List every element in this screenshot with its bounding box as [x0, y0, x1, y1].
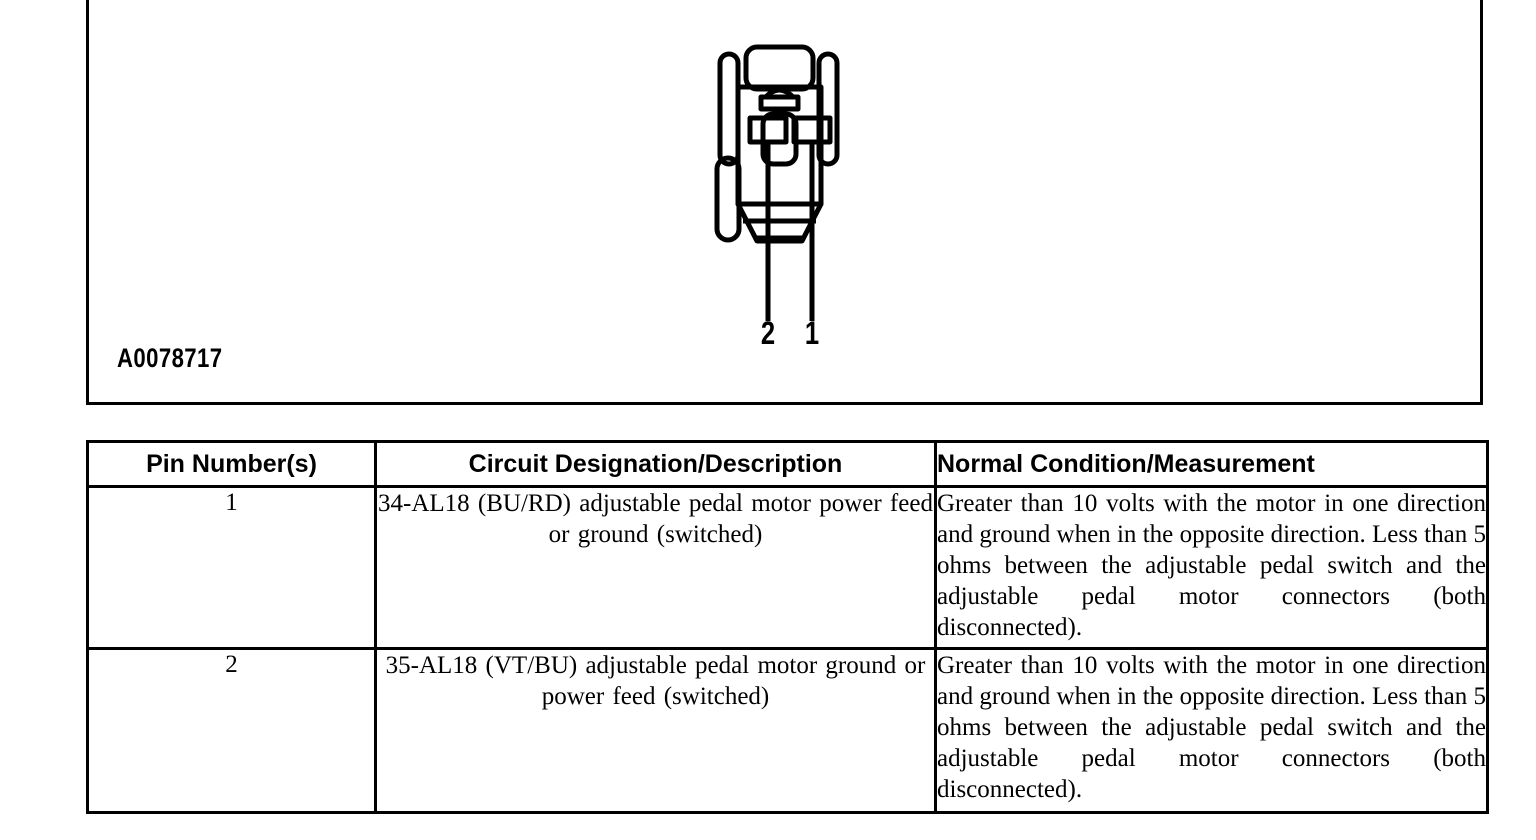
connector-release-lever — [714, 155, 742, 243]
table-header-row: Pin Number(s) Circuit Designation/Descri… — [86, 440, 1489, 488]
connector-cross-bar — [758, 94, 801, 112]
cell-pin-number: 1 — [86, 485, 377, 650]
header-pin-number: Pin Number(s) — [86, 440, 377, 488]
pin-cavity-1 — [791, 115, 833, 145]
cell-normal-measurement: Greater than 10 volts with the motor in … — [934, 647, 1489, 814]
connector-left-rail — [717, 51, 741, 167]
connector-top-latch — [743, 44, 816, 92]
cell-normal-measurement: Greater than 10 volts with the motor in … — [934, 485, 1489, 650]
connector-diagram-panel: 2 1 A0078717 — [86, 0, 1483, 405]
cell-pin-number: 2 — [86, 647, 377, 814]
connector-body — [735, 84, 824, 207]
cell-circuit-description: 34-AL18 (BU/RD) adjustable pedal motor p… — [374, 485, 937, 650]
figure-image-id: A0078717 — [117, 343, 223, 373]
pin-description-table: Pin Number(s) Circuit Designation/Descri… — [86, 440, 1489, 814]
table-row: 1 34-AL18 (BU/RD) adjustable pedal motor… — [86, 485, 1489, 650]
pin-cavity-2 — [747, 115, 789, 145]
connector-illustration: 2 1 — [707, 40, 867, 360]
cell-circuit-description: 35-AL18 (VT/BU) adjustable pedal motor g… — [374, 647, 937, 814]
pin-callout-2: 2 — [760, 315, 776, 351]
header-circuit-designation: Circuit Designation/Description — [374, 440, 937, 488]
pin-callout-1: 1 — [804, 315, 820, 351]
header-normal-condition: Normal Condition/Measurement — [934, 440, 1489, 488]
table-row: 2 35-AL18 (VT/BU) adjustable pedal motor… — [86, 647, 1489, 814]
